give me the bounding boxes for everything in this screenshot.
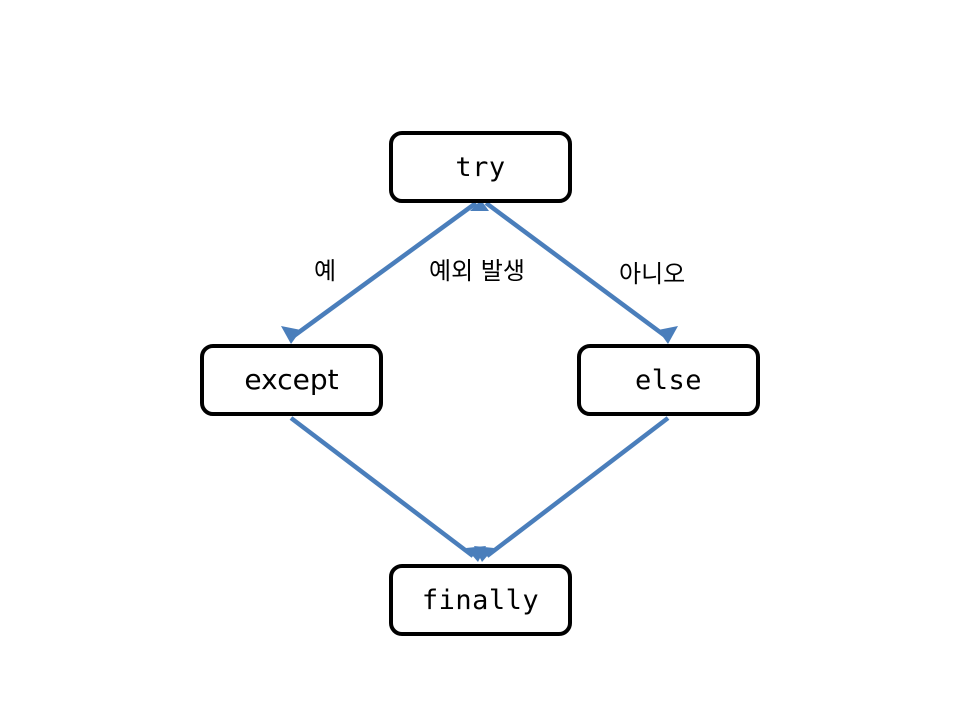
- node-finally-label: finally: [421, 584, 540, 616]
- edge-try-to-except-arrowhead: [281, 326, 301, 344]
- edge-label-yes: 예: [314, 257, 337, 285]
- edge-else-to-finally-line: [485, 416, 670, 558]
- node-try[interactable]: try: [389, 131, 572, 203]
- edge-except-to-finally-line: [289, 416, 475, 558]
- edge-else-to-finally: [474, 416, 670, 562]
- edge-try-to-except-line: [289, 201, 478, 340]
- edge-try-to-else-line: [484, 201, 670, 340]
- node-except[interactable]: except: [200, 344, 383, 416]
- node-except-label: except: [244, 363, 339, 396]
- edge-label-no: 아니오: [619, 260, 686, 288]
- edge-else-to-finally-arrowhead: [474, 546, 494, 562]
- node-finally[interactable]: finally: [389, 564, 572, 636]
- node-else-label: else: [634, 364, 703, 396]
- node-else[interactable]: else: [577, 344, 760, 416]
- node-try-label: try: [455, 151, 506, 183]
- edge-try-to-except: [281, 200, 489, 344]
- edge-try-apex-arrowhead-left: [470, 200, 489, 211]
- edge-except-to-finally: [289, 416, 486, 562]
- edge-try-to-else-arrowhead: [658, 326, 678, 344]
- edge-label-exception: 예외 발생: [429, 257, 525, 285]
- edge-try-to-else: [484, 201, 678, 344]
